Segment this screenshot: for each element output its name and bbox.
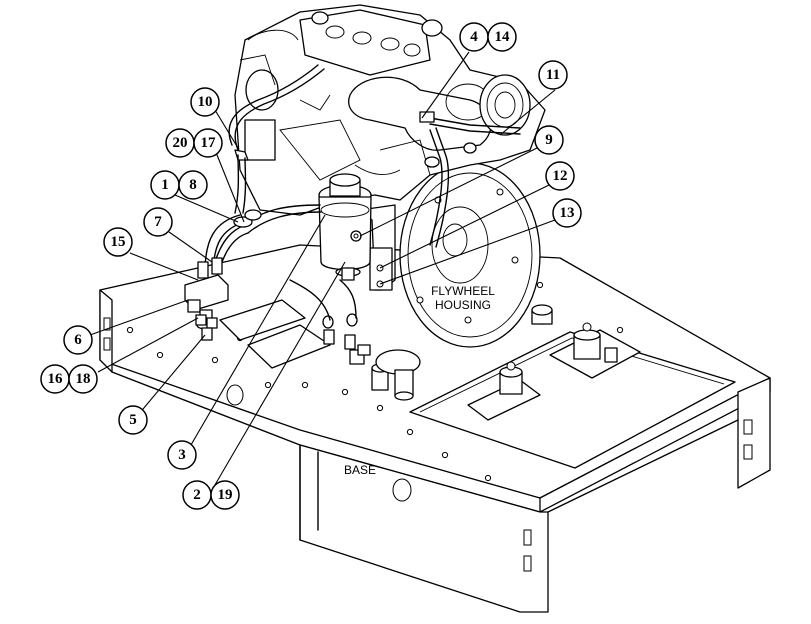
svg-text:17: 17: [201, 135, 217, 151]
flywheel-label-line1: FLYWHEEL: [431, 284, 495, 298]
svg-text:16: 16: [48, 371, 64, 387]
svg-text:1: 1: [161, 177, 169, 193]
callout-17: 17: [193, 128, 223, 158]
svg-text:13: 13: [560, 205, 575, 221]
callout-7: 7: [143, 207, 173, 237]
callout-18: 18: [68, 364, 98, 394]
svg-text:3: 3: [178, 447, 186, 463]
svg-text:20: 20: [173, 135, 188, 151]
callout-11: 11: [538, 60, 568, 90]
callout-10: 10: [190, 87, 220, 117]
callout-14: 14: [487, 22, 517, 52]
callout-12: 12: [545, 161, 575, 191]
leader-lines: [89, 51, 556, 491]
svg-text:6: 6: [74, 332, 82, 348]
svg-text:4: 4: [470, 29, 478, 45]
callout-5: 5: [118, 405, 148, 435]
svg-text:19: 19: [218, 487, 233, 503]
svg-text:9: 9: [545, 132, 553, 148]
callout-2: 2: [182, 480, 212, 510]
callout-16: 16: [40, 364, 70, 394]
callout-19: 19: [210, 480, 240, 510]
callout-13: 13: [552, 198, 582, 228]
callout-6: 6: [63, 325, 93, 355]
callouts: 4 14 11 10 20 17 9 12 1 8 13 7 15 6 16 1…: [40, 22, 582, 510]
fuel-filter: [318, 173, 396, 291]
svg-text:18: 18: [76, 371, 91, 387]
callout-1: 1: [150, 170, 180, 200]
flywheel-label-line2: HOUSING: [435, 298, 491, 312]
svg-text:10: 10: [198, 94, 213, 110]
callout-20: 20: [165, 128, 195, 158]
callout-9: 9: [534, 125, 564, 155]
svg-text:2: 2: [193, 487, 201, 503]
fitting-block: [184, 257, 229, 341]
svg-text:5: 5: [129, 412, 137, 428]
svg-text:7: 7: [154, 214, 162, 230]
fuel-lines: [204, 64, 521, 321]
svg-text:12: 12: [553, 168, 568, 184]
callout-3: 3: [167, 440, 197, 470]
flywheel-housing: [399, 162, 541, 348]
callout-4: 4: [459, 22, 489, 52]
svg-text:8: 8: [189, 177, 197, 193]
svg-text:11: 11: [546, 67, 560, 83]
svg-text:14: 14: [495, 29, 511, 45]
callout-15: 15: [103, 227, 133, 257]
base-label: BASE: [344, 463, 376, 477]
svg-text:15: 15: [111, 234, 126, 250]
callout-8: 8: [178, 170, 208, 200]
base-frame: [99, 244, 771, 613]
